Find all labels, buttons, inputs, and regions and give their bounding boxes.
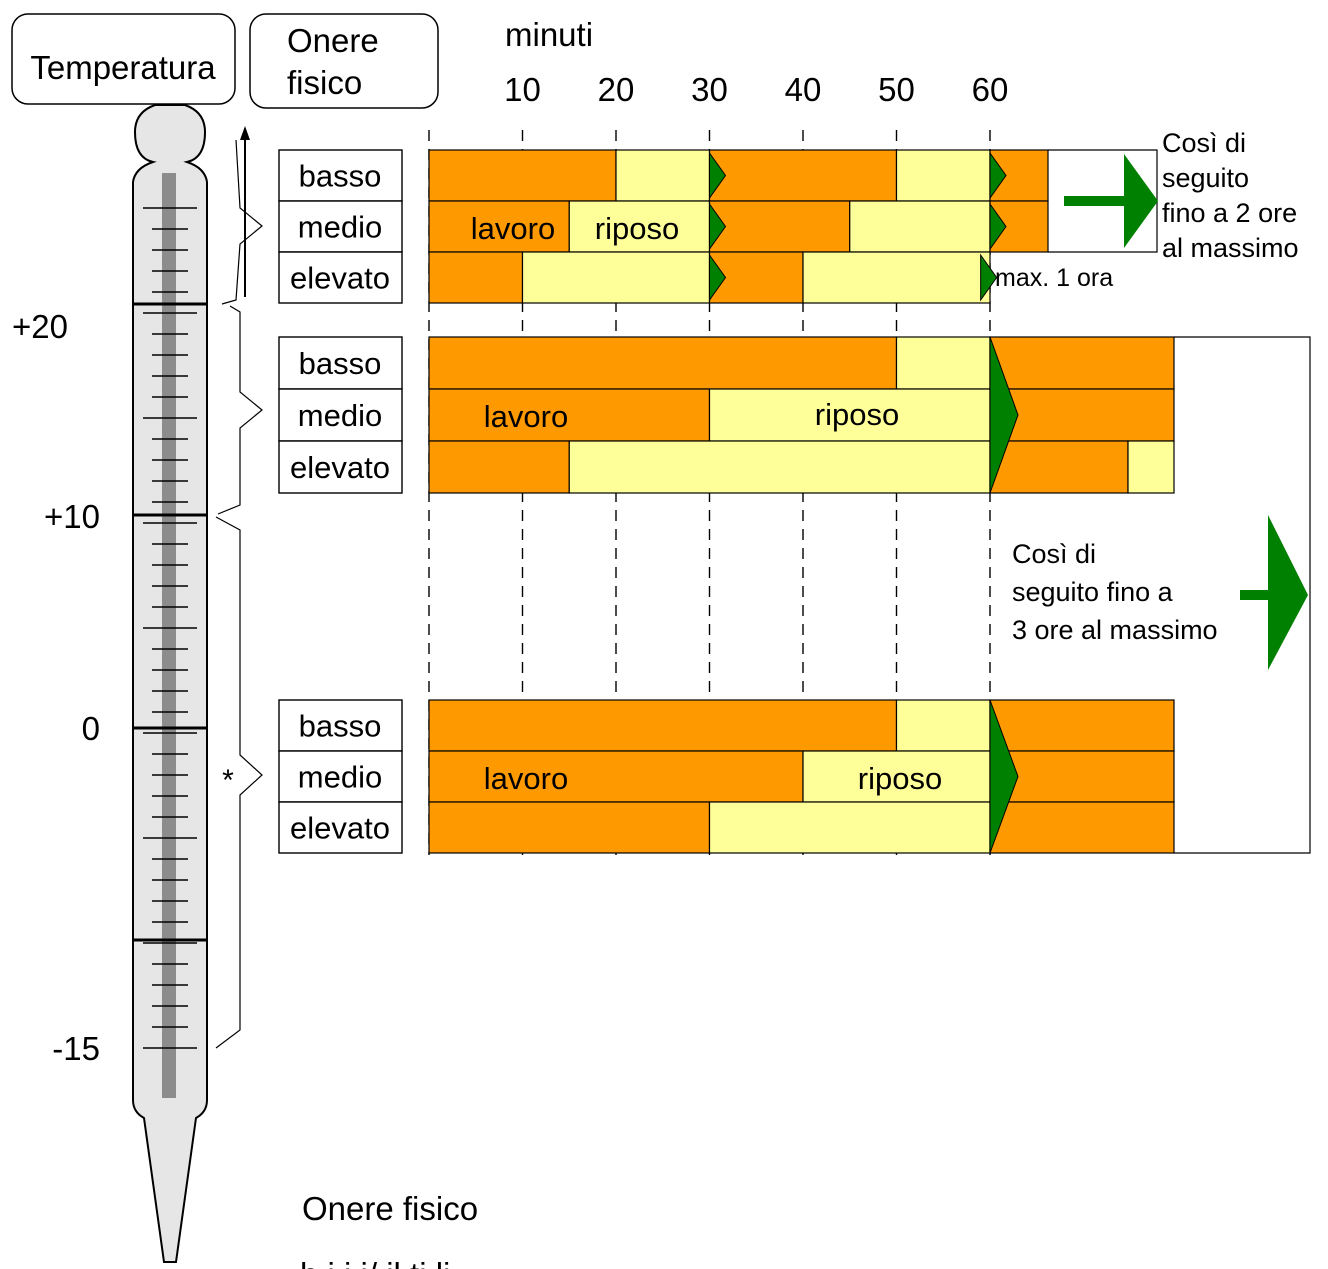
- thermometer-column: [162, 173, 176, 1098]
- temp-label-plus10: +10: [44, 498, 100, 535]
- temp-label-zero: 0: [82, 710, 100, 747]
- cycle-arrow: [709, 202, 727, 251]
- load-label-cell: [278, 336, 403, 390]
- load-label-cell: [278, 251, 403, 304]
- note-mid-line2: seguito fino a: [1012, 577, 1174, 607]
- load-level-label: elevato: [290, 811, 390, 846]
- temp-label-minus15: -15: [52, 1030, 100, 1067]
- load-level-label: basso: [299, 346, 382, 381]
- work-label: lavoro: [471, 211, 555, 246]
- continuation-work: [989, 440, 1129, 494]
- load-level-label: medio: [298, 760, 382, 795]
- work-label: lavoro: [484, 399, 568, 434]
- rest-segment: [895, 699, 991, 752]
- minute-tick-label: 10: [504, 71, 541, 108]
- load-label-cell: [278, 801, 403, 854]
- load-level-label: basso: [299, 709, 382, 744]
- note-top-line3: fino a 2 ore: [1162, 198, 1297, 228]
- minute-tick-label: 20: [598, 71, 635, 108]
- work-segment: [428, 200, 570, 253]
- temperature-header: Temperatura: [30, 49, 216, 86]
- cycle-arrow: [989, 202, 1007, 251]
- note-mid-line1: Così di: [1012, 539, 1096, 569]
- rest-label: riposo: [858, 761, 942, 796]
- rest-label: riposo: [815, 397, 899, 432]
- note-mid-line3: 3 ore al massimo: [1012, 615, 1218, 645]
- load-label-cell: [278, 200, 403, 253]
- cycle-arrow: [980, 253, 998, 302]
- rest-segment: [615, 149, 711, 202]
- work-segment: [428, 149, 617, 202]
- rest-segment: [521, 251, 711, 304]
- work-segment: [708, 200, 851, 253]
- load-level-label: elevato: [290, 261, 390, 296]
- minute-ticks: 10 20 30 40 50 60: [504, 71, 1008, 108]
- continuation-arrow-top: [1064, 154, 1158, 248]
- temperature-header-box: [11, 13, 236, 105]
- brace-bottom: [215, 516, 263, 1049]
- footer-partial-line: b i i i/ il ti li: [300, 1256, 450, 1269]
- continuation-work: [989, 336, 1175, 390]
- load-level-label: medio: [298, 210, 382, 245]
- cycle-arrow: [989, 151, 1007, 200]
- rest-segment: [895, 336, 991, 390]
- brace-top: [221, 139, 263, 305]
- brace-middle: [217, 305, 263, 515]
- rest-segment: [568, 200, 711, 253]
- thermometer: [132, 104, 208, 1263]
- cycle-arrow: [709, 253, 727, 302]
- minute-tick-label: 30: [691, 71, 728, 108]
- continuation-arrow-middle: [1240, 515, 1308, 670]
- thermometer-ticks: [143, 207, 197, 1049]
- cycle-arrow: [989, 336, 1019, 494]
- minutes-label: minuti: [505, 16, 593, 53]
- work-segment: [428, 388, 711, 442]
- load-label-cell: [278, 388, 403, 442]
- minute-tick-label: 50: [878, 71, 915, 108]
- continuation-rest: [1127, 440, 1175, 494]
- work-segment: [428, 251, 524, 304]
- work-segment: [708, 149, 898, 202]
- rest-segment: [708, 801, 991, 854]
- cycle-arrow: [709, 151, 727, 200]
- load-label-cell: [278, 440, 403, 494]
- asterisk: *: [222, 764, 234, 797]
- work-segment: [428, 440, 570, 494]
- work-segment: [428, 699, 898, 752]
- footer-title: Onere fisico: [302, 1190, 478, 1227]
- load-level-label: basso: [299, 159, 382, 194]
- note-top-line4: al massimo: [1162, 233, 1299, 263]
- work-segment: [428, 336, 898, 390]
- load-header-line1: Onere: [287, 22, 379, 59]
- minute-tick-label: 60: [972, 71, 1009, 108]
- continuation-work: [989, 801, 1175, 854]
- minute-tick-label: 40: [785, 71, 822, 108]
- rest-segment: [802, 251, 991, 304]
- rest-segment: [895, 149, 991, 202]
- temperature-braces: [215, 139, 263, 1049]
- work-label: lavoro: [484, 761, 568, 796]
- rest-segment: [849, 200, 991, 253]
- chart-area: basso medio elevato basso medio elevato basso m…: [278, 130, 1311, 855]
- load-label-cell: [278, 699, 403, 752]
- load-level-label: medio: [298, 398, 382, 433]
- rest-label: riposo: [595, 211, 679, 246]
- temp-label-plus20: +20: [12, 308, 68, 345]
- rest-segment: [568, 440, 991, 494]
- cycle-arrow: [989, 699, 1019, 854]
- load-label-cell: [278, 149, 403, 202]
- load-header-box: [249, 13, 439, 109]
- load-label-cell: [278, 750, 403, 803]
- continuation-frame-lower: [1174, 336, 1311, 854]
- load-level-label: elevato: [290, 450, 390, 485]
- note-max-one-hour: max. 1 ora: [995, 264, 1113, 292]
- continuation-work: [989, 750, 1175, 803]
- work-segment: [428, 801, 711, 854]
- continuation-work: [989, 699, 1175, 752]
- load-header-line2: fisico: [287, 64, 362, 101]
- up-arrow-head: [240, 126, 250, 140]
- note-top-line2: seguito: [1162, 163, 1249, 193]
- note-top-line1: Così di: [1162, 128, 1246, 158]
